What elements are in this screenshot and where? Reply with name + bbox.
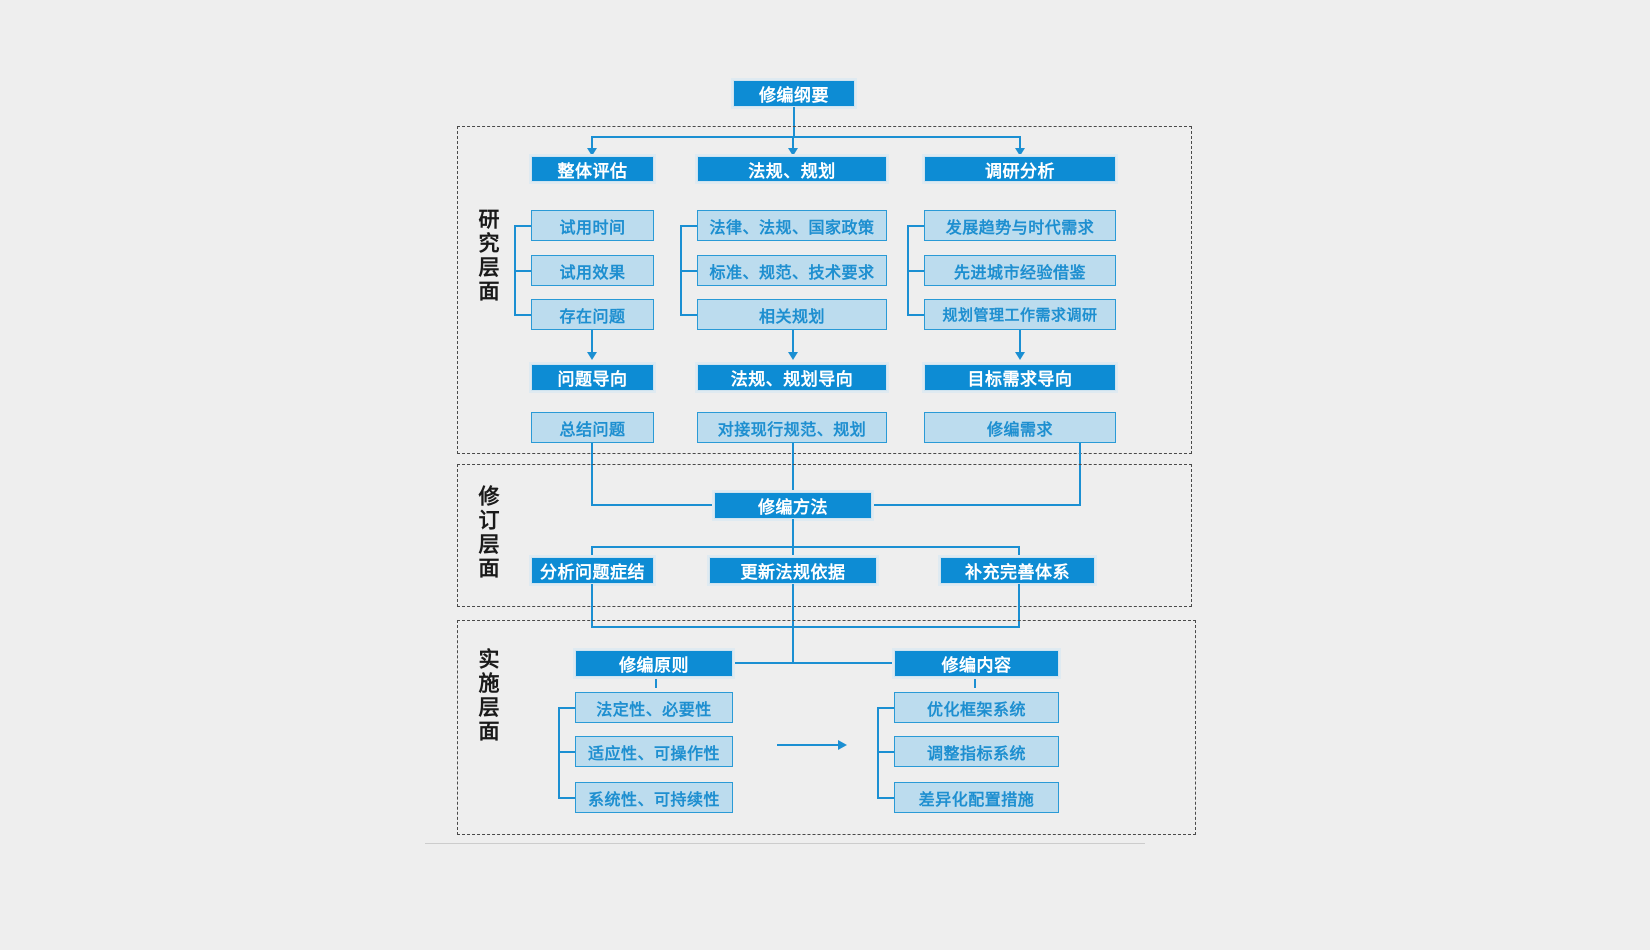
brace-col2-arm-2 (680, 314, 697, 316)
brace-col1-arm-2 (514, 314, 531, 316)
node-research-col3-item-0[interactable]: 发展趋势与时代需求 (924, 210, 1116, 241)
figure-baseline (425, 843, 1145, 844)
node-impl-group1-header[interactable]: 修编原则 (575, 650, 733, 677)
arrowhead-col3-orientation (1015, 352, 1025, 360)
node-impl-group2-header[interactable]: 修编内容 (894, 650, 1059, 677)
layer-caption-revision: 修订层面 (476, 485, 501, 581)
layer-caption-implementation: 实施层面 (476, 648, 501, 744)
connector-method-spread (592, 546, 1019, 548)
brace-impl1-arm-1 (558, 751, 575, 753)
brace-impl2-arm-1 (877, 751, 894, 753)
node-title-revision-outline[interactable]: 修编纲要 (733, 80, 855, 107)
arrowhead-col1-orientation (587, 352, 597, 360)
brace-impl1-spine (558, 708, 560, 798)
node-revision-item-0[interactable]: 分析问题症结 (531, 557, 654, 584)
node-research-col3-item-1[interactable]: 先进城市经验借鉴 (924, 255, 1116, 286)
connector-impl-spread (656, 662, 976, 664)
arrowhead-col2-orientation (788, 352, 798, 360)
connector-title-trunk (793, 107, 795, 137)
layer-caption-research: 研究层面 (476, 208, 501, 304)
connector-title-drop-3 (1019, 136, 1021, 150)
node-research-col3-header[interactable]: 调研分析 (924, 156, 1116, 182)
connector-method-stem (792, 519, 794, 547)
brace-col1-arm-0 (514, 225, 531, 227)
brace-col3-arm-1 (907, 270, 924, 272)
brace-col3-arm-2 (907, 314, 924, 316)
layer-container-implementation (457, 620, 1196, 835)
brace-impl2-spine (877, 708, 879, 798)
node-research-col2-outcome[interactable]: 对接现行规范、规划 (697, 412, 887, 443)
layer-container-revision (457, 464, 1192, 607)
node-revision-item-1[interactable]: 更新法规依据 (709, 557, 877, 584)
brace-col1-arm-1 (514, 270, 531, 272)
node-research-col2-item-1[interactable]: 标准、规范、技术要求 (697, 255, 887, 286)
node-impl-group2-item-0[interactable]: 优化框架系统 (894, 692, 1059, 723)
node-research-col1-item-1[interactable]: 试用效果 (531, 255, 654, 286)
connector-title-drop-2 (792, 136, 794, 150)
brace-impl2-arm-2 (877, 797, 894, 799)
arrowhead-col3 (1015, 148, 1025, 156)
node-research-col2-orientation[interactable]: 法规、规划导向 (697, 364, 887, 391)
node-impl-group1-item-0[interactable]: 法定性、必要性 (575, 692, 733, 723)
brace-impl1-arm-0 (558, 707, 575, 709)
connector-title-spread (592, 136, 1021, 138)
node-revision-item-2[interactable]: 补充完善体系 (940, 557, 1095, 584)
merge-drop-rev-1 (591, 584, 593, 627)
connector-title-drop-1 (591, 136, 593, 150)
connector-principles-to-contents (777, 744, 839, 746)
node-research-col1-item-2[interactable]: 存在问题 (531, 299, 654, 330)
brace-col3-arm-0 (907, 225, 924, 227)
merge-stem-to-impl (792, 617, 794, 663)
arrowhead-col2 (788, 148, 798, 156)
node-impl-group1-item-1[interactable]: 适应性、可操作性 (575, 736, 733, 767)
merge-drop-col2 (792, 443, 794, 495)
node-research-col3-outcome[interactable]: 修编需求 (924, 412, 1116, 443)
node-research-col2-item-0[interactable]: 法律、法规、国家政策 (697, 210, 887, 241)
arrowhead-col1 (587, 148, 597, 156)
node-research-col3-item-2[interactable]: 规划管理工作需求调研 (924, 299, 1116, 330)
merge-drop-col3 (1079, 443, 1081, 505)
node-research-col1-item-0[interactable]: 试用时间 (531, 210, 654, 241)
node-impl-group1-item-2[interactable]: 系统性、可持续性 (575, 782, 733, 813)
node-research-col1-outcome[interactable]: 总结问题 (531, 412, 654, 443)
connector-col2-to-orientation (792, 330, 794, 354)
node-research-col2-header[interactable]: 法规、规划 (697, 156, 887, 182)
brace-col2-arm-0 (680, 225, 697, 227)
node-revision-header[interactable]: 修编方法 (714, 492, 872, 519)
node-impl-group2-item-2[interactable]: 差异化配置措施 (894, 782, 1059, 813)
arrow-right-icon (838, 740, 847, 750)
node-research-col3-orientation[interactable]: 目标需求导向 (924, 364, 1116, 391)
node-research-col1-orientation[interactable]: 问题导向 (531, 364, 654, 391)
connector-method-drop-3 (1018, 546, 1020, 557)
connector-col1-to-orientation (591, 330, 593, 354)
merge-drop-rev-3 (1018, 584, 1020, 627)
layer-container-research (457, 126, 1192, 454)
brace-impl2-arm-0 (877, 707, 894, 709)
merge-drop-rev-2 (792, 584, 794, 617)
node-research-col1-header[interactable]: 整体评估 (531, 156, 654, 182)
connector-method-drop-1 (591, 546, 593, 557)
brace-impl1-arm-2 (558, 797, 575, 799)
connector-method-drop-2 (792, 546, 794, 557)
brace-col2-arm-1 (680, 270, 697, 272)
merge-bar-revision (591, 626, 1020, 628)
merge-drop-col1 (591, 443, 593, 505)
node-research-col2-item-2[interactable]: 相关规划 (697, 299, 887, 330)
connector-col3-to-orientation (1019, 330, 1021, 354)
node-impl-group2-item-1[interactable]: 调整指标系统 (894, 736, 1059, 767)
